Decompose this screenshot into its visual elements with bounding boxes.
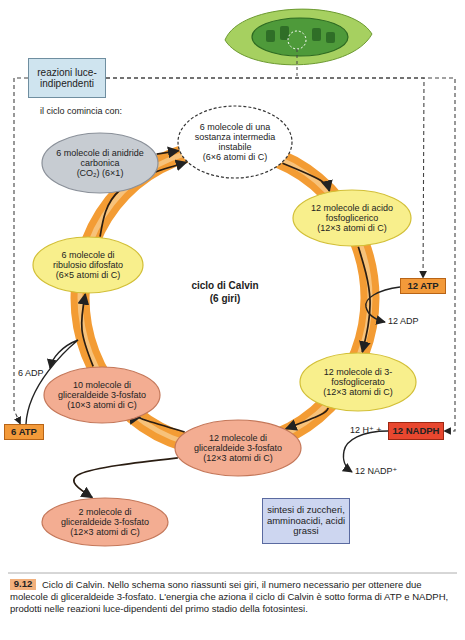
cycle-arrow <box>74 458 178 498</box>
stroma-callout <box>288 31 306 49</box>
intermediate-ellipse: 6 molecole di una sostanza intermedia in… <box>177 105 293 179</box>
node-text: 12 molecole di 3-fosfoglicerato <box>312 367 404 387</box>
leader-line <box>297 49 298 78</box>
cycle-title: ciclo di Calvin <box>165 280 285 292</box>
cycle-arrow <box>282 163 329 191</box>
ellipse-shape <box>175 420 301 476</box>
molecule-ellipse: 12 molecole di gliceraldeide 3-fosfato(1… <box>174 419 302 477</box>
cycle-arrow <box>139 417 185 432</box>
ellipse-shape <box>178 106 292 178</box>
leaf-illustration <box>225 9 372 65</box>
molecule-ellipse: 2 molecole di gliceraldeide 3-fosfato(12… <box>41 497 169 547</box>
molecule-label: 6 ADP <box>18 368 58 378</box>
energy-flow-connector <box>106 78 424 278</box>
node-text: 2 molecole di gliceraldeide 3-fosfato <box>54 507 156 527</box>
cycle-arrow <box>358 247 370 352</box>
ellipse-shape <box>33 237 143 293</box>
node-text: 12 ATP <box>407 281 438 292</box>
figure-number: 9.12 <box>10 579 36 590</box>
ellipse-shape <box>42 133 158 193</box>
molecule-label: 12 H⁺ + <box>350 425 390 435</box>
ellipse-shape <box>44 367 160 423</box>
molecule-ellipse: 6 molecole di ribulosio difosfato(6×5 at… <box>32 236 144 294</box>
figure-caption: Ciclo di Calvin. Nello schema sono riass… <box>10 579 455 615</box>
process-box: reazioni luce-indipendenti <box>28 58 106 98</box>
atom-count: (10×3 atomi di C) <box>67 400 136 410</box>
node-text: 12 NADPH <box>393 426 440 437</box>
node-text: 6 molecole di anidride carbonica <box>54 148 146 168</box>
chloroplast <box>252 18 348 56</box>
cycle-arrow <box>82 294 94 366</box>
atom-count: (CO₂) (6×1) <box>77 168 124 178</box>
atom-count: (12×3 atomi di C) <box>203 453 272 463</box>
energy-flow-connector <box>106 78 455 431</box>
node-text: 6 molecole di una sostanza intermedia in… <box>190 122 280 152</box>
energy-box: 12 ATP <box>400 278 446 294</box>
cycle-title: (6 giri) <box>165 293 285 305</box>
molecule-ellipse: 12 molecole di acido fosfoglicerico(12×3… <box>292 189 412 247</box>
grana <box>266 26 335 43</box>
caption-rule <box>8 573 457 574</box>
ellipse-shape <box>293 190 411 246</box>
atom-count: (6×5 atomi di C) <box>56 270 120 280</box>
node-text: 6 molecole di ribulosio difosfato <box>45 250 131 270</box>
cycle-arrow <box>286 408 328 429</box>
ellipse-shape <box>42 498 168 546</box>
node-text: 12 molecole di acido fosfoglicerico <box>305 203 399 223</box>
output-box: sintesi di zuccheri, amminoacidi, acidi … <box>262 498 350 544</box>
molecule-label: 12 NADP⁺ <box>355 466 415 476</box>
atom-count: (12×3 atomi di C) <box>323 387 392 397</box>
note-text: il ciclo comincia con: <box>40 106 170 116</box>
energy-box: 12 NADPH <box>388 422 444 440</box>
node-text: sintesi di zuccheri, amminoacidi, acidi … <box>266 505 346 537</box>
node-text: 6 ATP <box>11 427 37 438</box>
node-text: 10 molecole di gliceraldeide 3-fosfato <box>56 380 148 400</box>
nadph-arrow <box>343 431 388 472</box>
node-text: reazioni luce-indipendenti <box>32 67 102 90</box>
atom-count: (6×6 atomi di C) <box>203 152 267 162</box>
cycle-arrow <box>157 151 179 154</box>
node-text: 12 molecole di gliceraldeide 3-fosfato <box>187 433 289 453</box>
molecule-ellipse: 6 molecole di anidride carbonica(CO₂) (6… <box>41 132 159 194</box>
atom-count: (12×3 atomi di C) <box>317 223 386 233</box>
molecule-ellipse: 10 molecole di gliceraldeide 3-fosfato(1… <box>43 366 161 424</box>
molecule-ellipse: 12 molecole di 3-fosfoglicerato(12×3 ato… <box>299 352 417 412</box>
ellipse-shape <box>300 353 416 411</box>
molecule-label: 12 ADP <box>388 316 438 326</box>
energy-box: 6 ATP <box>4 424 44 440</box>
atom-count: (12×3 atomi di C) <box>70 527 139 537</box>
